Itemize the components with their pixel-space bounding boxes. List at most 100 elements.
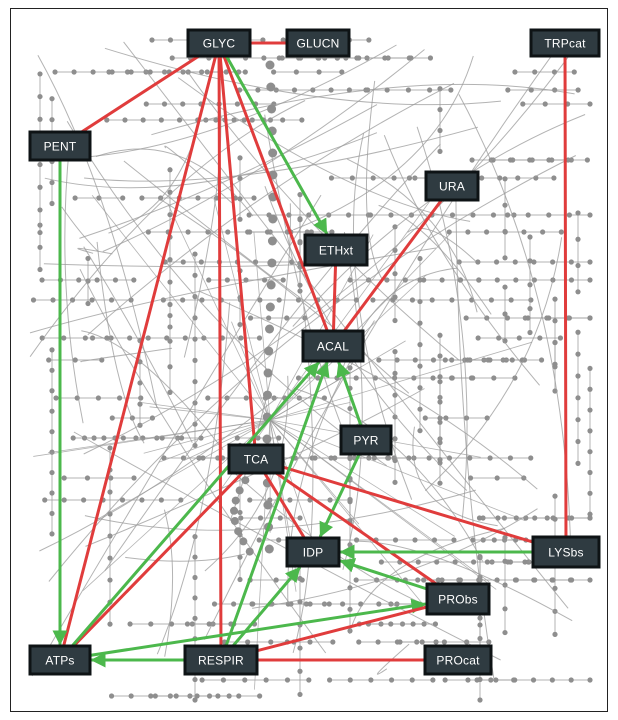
background-metabolite-dot (128, 69, 134, 75)
node-idp[interactable]: IDP (285, 536, 341, 568)
background-metabolite-dot (230, 506, 239, 515)
background-metabolite-dot (284, 677, 291, 683)
background-metabolite-dot (192, 615, 198, 621)
node-pent[interactable]: PENT (28, 130, 92, 162)
background-metabolite-dot (268, 214, 278, 224)
node-probs[interactable]: PRObs (425, 582, 491, 616)
node-pyr[interactable]: PYR (339, 424, 393, 456)
background-metabolite-dot (432, 621, 439, 627)
background-metabolite-dot (49, 531, 55, 537)
background-metabolite-dot (95, 395, 101, 401)
background-link (378, 204, 492, 315)
background-metabolite-dot (225, 229, 231, 235)
node-glyc[interactable]: GLYC (186, 28, 252, 58)
node-atps[interactable]: ATPs (28, 644, 92, 676)
background-metabolite-dot (532, 69, 538, 75)
background-metabolite-dot (46, 357, 52, 363)
background-metabolite-dot (127, 335, 133, 341)
background-metabolite-dot (540, 229, 546, 235)
background-metabolite-dot (575, 329, 581, 335)
background-metabolite-dot (224, 277, 230, 283)
node-ura[interactable]: URA (424, 170, 480, 202)
background-metabolite-dot (237, 216, 243, 222)
background-metabolite-dot (89, 297, 95, 303)
background-metabolite-dot (266, 315, 272, 321)
node-glucn[interactable]: GLUCN (285, 28, 351, 58)
background-metabolite-dot (408, 55, 414, 61)
background-metabolite-dot (139, 195, 145, 201)
node-trpcat[interactable]: TRPcat (529, 28, 601, 58)
background-metabolite-dot (297, 668, 303, 674)
background-metabolite-dot (430, 375, 436, 381)
background-metabolite-dot (546, 315, 552, 321)
background-metabolite-dot (198, 259, 204, 265)
background-metabolite-dot (437, 439, 443, 446)
background-metabolite-dot (307, 639, 313, 645)
background-metabolite-dot (173, 693, 179, 699)
background-metabolite-dot (239, 537, 248, 546)
background-link (61, 206, 99, 253)
background-metabolite-dot (470, 559, 477, 565)
node-acal[interactable]: ACAL (301, 329, 365, 363)
background-metabolite-dot (267, 236, 277, 246)
background-metabolite-dot (525, 315, 531, 321)
background-metabolite-dot (280, 277, 286, 283)
background-metabolite-dot (552, 493, 558, 499)
background-metabolite-dot (122, 117, 128, 123)
background-link (293, 55, 474, 231)
background-link (149, 406, 271, 421)
background-metabolite-dot (568, 259, 574, 265)
background-link (383, 135, 540, 386)
background-metabolite-dot (152, 693, 158, 699)
node-ethxt[interactable]: ETHxt (303, 233, 369, 267)
background-metabolite-dot (237, 509, 243, 516)
background-metabolite-dot (297, 691, 303, 698)
node-procat[interactable]: PROcat (423, 644, 493, 676)
background-metabolite-dot (409, 677, 415, 683)
background-metabolite-dot (551, 175, 557, 181)
background-metabolite-dot (557, 335, 564, 341)
background-metabolite-dot (477, 676, 483, 683)
background-link (125, 553, 245, 562)
background-link (29, 100, 306, 357)
background-link (97, 419, 271, 520)
background-metabolite-dot (276, 297, 282, 303)
background-metabolite-dot (575, 438, 581, 445)
background-metabolite-dot (397, 639, 403, 645)
node-label: PROcat (436, 654, 480, 668)
background-metabolite-dot (388, 212, 394, 218)
background-metabolite-dot (192, 697, 198, 703)
node-box (339, 424, 393, 456)
background-metabolite-dot (375, 639, 381, 645)
background-metabolite-dot (437, 480, 443, 486)
background-metabolite-dot (437, 332, 443, 338)
background-metabolite-dot (288, 601, 294, 607)
node-lysbs[interactable]: LYSbs (531, 535, 601, 569)
background-metabolite-dot (271, 69, 277, 75)
background-metabolite-dot (263, 390, 273, 400)
background-metabolite-dot (587, 577, 593, 583)
background-metabolite-dot (442, 677, 448, 683)
background-metabolite-dot (451, 537, 457, 543)
background-metabolite-dot (184, 621, 191, 627)
background-metabolite-dot (307, 601, 313, 607)
background-link (64, 144, 84, 424)
background-metabolite-dot (37, 244, 43, 250)
node-box (186, 28, 252, 58)
background-metabolite-dot (421, 577, 427, 583)
background-metabolite-dot (50, 297, 56, 303)
edge-tca-to-probs (254, 457, 460, 601)
background-metabolite-dot (237, 155, 243, 161)
background-metabolite-dot (61, 475, 67, 481)
node-tca[interactable]: TCA (227, 443, 285, 475)
node-box (529, 28, 601, 58)
background-metabolite-dot (437, 127, 443, 134)
background-metabolite-dot (268, 639, 274, 645)
background-metabolite-dot (192, 676, 198, 683)
node-respir[interactable]: RESPIR (183, 644, 259, 676)
background-metabolite-dot (587, 511, 593, 517)
background-metabolite-dot (276, 55, 282, 61)
background-metabolite-dot (347, 405, 353, 412)
background-metabolite-dot (487, 357, 493, 363)
